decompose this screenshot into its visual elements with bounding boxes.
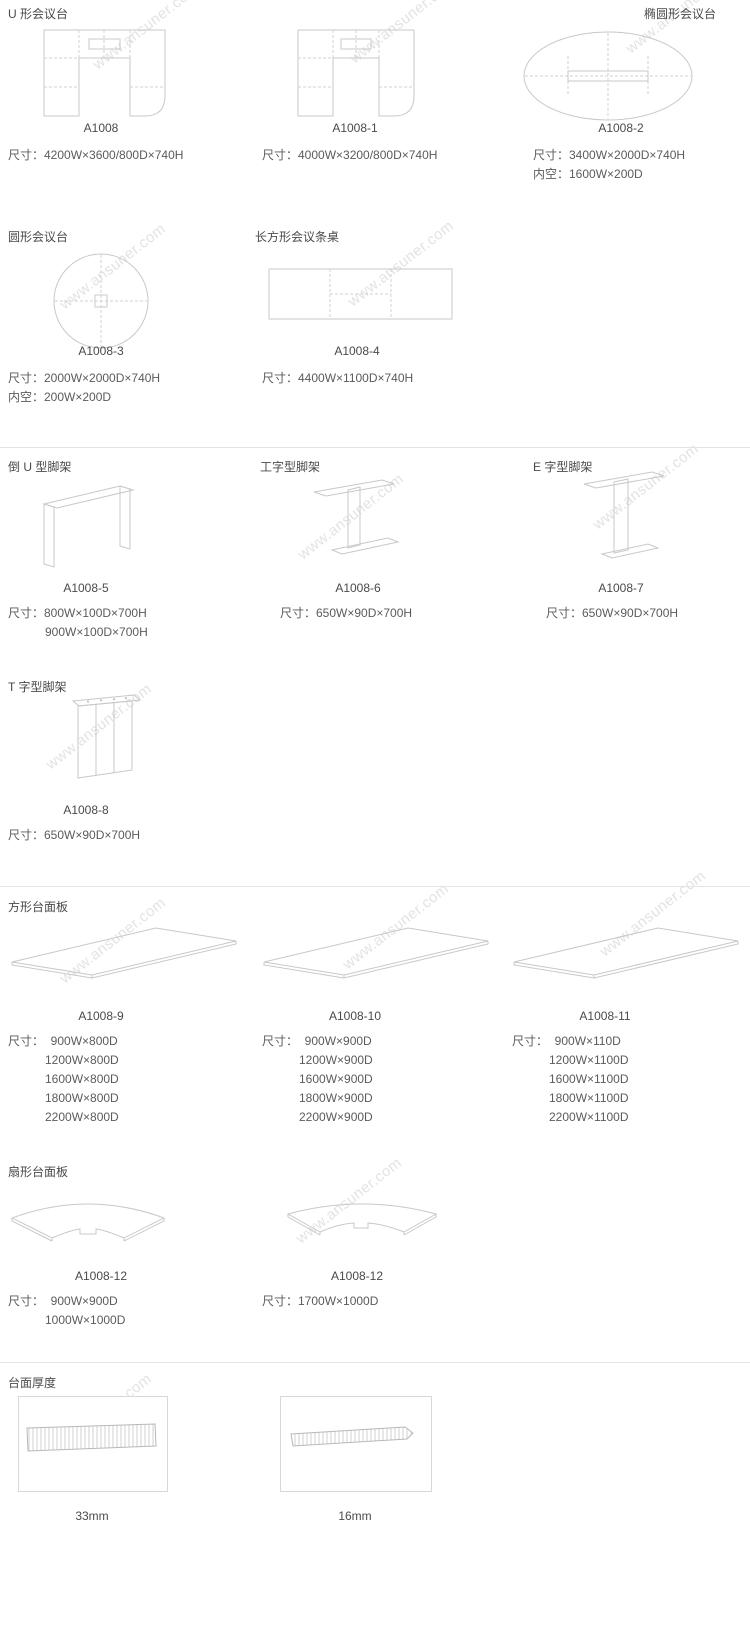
dim-line: 尺寸： 900W×900D bbox=[8, 1294, 118, 1308]
dim-line: 尺寸：3400W×2000D×740H bbox=[533, 148, 686, 162]
dims-a1008-8: 尺寸：650W×90D×700H bbox=[8, 826, 140, 845]
dim-line: 900W×100D×700H bbox=[45, 625, 148, 639]
section-title-t-leg: T 字型脚架 bbox=[8, 680, 67, 694]
dims-a1008-7: 尺寸：650W×90D×700H bbox=[546, 604, 678, 623]
dims-a1008-5: 尺寸：800W×100D×700H 900W×100D×700H bbox=[8, 604, 148, 642]
model-label: A1008-2 bbox=[598, 121, 644, 135]
model-label: A1008-9 bbox=[78, 1009, 124, 1023]
drawing-square-top-1 bbox=[11, 927, 237, 979]
dim-line: 1800W×900D bbox=[299, 1091, 373, 1105]
section-title-fan-top: 扇形台面板 bbox=[8, 1165, 69, 1179]
dim-line: 尺寸： 900W×800D bbox=[8, 1034, 118, 1048]
dim-line: 尺寸：650W×90D×700H bbox=[8, 828, 141, 842]
drawing-rect-conference-table bbox=[268, 268, 453, 320]
drawing-inverted-u-leg bbox=[42, 485, 135, 568]
dim-line: 1600W×1100D bbox=[549, 1072, 629, 1086]
dim-line: 尺寸： 900W×900D bbox=[262, 1034, 372, 1048]
model-label: A1008 bbox=[83, 121, 119, 135]
drawing-round-conference-table bbox=[53, 253, 149, 349]
drawing-oval-conference-table bbox=[523, 31, 693, 121]
drawing-e-shape-leg bbox=[583, 471, 665, 559]
dim-line: 1000W×1000D bbox=[45, 1313, 126, 1327]
dims-a1008-4: 尺寸：4400W×1100D×740H bbox=[262, 369, 413, 388]
dim-line: 尺寸：1700W×1000D bbox=[262, 1294, 379, 1308]
dim-line: 1200W×900D bbox=[299, 1053, 373, 1067]
drawing-thickness-16 bbox=[290, 1426, 414, 1447]
dims-a1008-12a: 尺寸： 900W×900D 1000W×1000D bbox=[8, 1292, 125, 1330]
dim-line: 1200W×800D bbox=[45, 1053, 119, 1067]
model-label: A1008-6 bbox=[335, 581, 381, 595]
section-title-inv-u-leg: 倒 U 型脚架 bbox=[8, 460, 72, 474]
dims-a1008-6: 尺寸：650W×90D×700H bbox=[280, 604, 412, 623]
section-title-i-leg: 工字型脚架 bbox=[260, 460, 321, 474]
section-title-u-table: U 形会议台 bbox=[8, 7, 69, 21]
dim-line: 尺寸：650W×90D×700H bbox=[546, 606, 679, 620]
dims-a1008-2: 尺寸：3400W×2000D×740H 内空：1600W×200D bbox=[533, 146, 685, 184]
section-title-round-table: 圆形会议台 bbox=[8, 230, 69, 244]
dims-a1008-11: 尺寸： 900W×110D 1200W×1100D 1600W×1100D 18… bbox=[512, 1032, 629, 1127]
dim-line: 1800W×1100D bbox=[549, 1091, 629, 1105]
dims-a1008-12b: 尺寸：1700W×1000D bbox=[262, 1292, 378, 1311]
thickness-label-16: 16mm bbox=[338, 1509, 372, 1523]
dim-line: 内空：200W×200D bbox=[8, 390, 112, 404]
dim-line: 尺寸：4200W×3600/800D×740H bbox=[8, 148, 184, 162]
drawing-i-shape-leg bbox=[313, 479, 400, 555]
model-label: A1008-4 bbox=[334, 344, 380, 358]
thickness-box-33 bbox=[18, 1396, 168, 1492]
dim-line: 1600W×800D bbox=[45, 1072, 119, 1086]
drawing-fan-top-1 bbox=[10, 1203, 166, 1242]
divider bbox=[0, 1362, 750, 1363]
dims-a1008-3: 尺寸：2000W×2000D×740H 内空：200W×200D bbox=[8, 369, 160, 407]
dim-line: 尺寸： 900W×110D bbox=[512, 1034, 621, 1048]
dims-a1008-9: 尺寸： 900W×800D 1200W×800D 1600W×800D 1800… bbox=[8, 1032, 119, 1127]
dims-a1008-1: 尺寸：4000W×3200/800D×740H bbox=[262, 146, 437, 165]
dim-line: 尺寸：4000W×3200/800D×740H bbox=[262, 148, 438, 162]
drawing-fan-top-2 bbox=[286, 1203, 438, 1236]
dim-line: 尺寸：4400W×1100D×740H bbox=[262, 371, 414, 385]
drawing-t-shape-leg bbox=[71, 694, 142, 779]
model-label: A1008-10 bbox=[328, 1009, 382, 1023]
dim-line: 内空：1600W×200D bbox=[533, 167, 643, 181]
drawing-u-conference-table-2 bbox=[297, 29, 415, 117]
divider bbox=[0, 447, 750, 448]
dim-line: 尺寸：800W×100D×700H bbox=[8, 606, 147, 620]
drawing-u-conference-table bbox=[43, 29, 166, 117]
model-label: A1008-7 bbox=[598, 581, 644, 595]
thickness-label-33: 33mm bbox=[75, 1509, 109, 1523]
section-title-thickness: 台面厚度 bbox=[8, 1376, 57, 1390]
dims-a1008: 尺寸：4200W×3600/800D×740H bbox=[8, 146, 183, 165]
model-label: A1008-12 bbox=[330, 1269, 384, 1283]
dim-line: 2200W×900D bbox=[299, 1110, 373, 1124]
drawing-square-top-3 bbox=[513, 927, 739, 979]
thickness-box-16 bbox=[280, 1396, 432, 1492]
dims-a1008-10: 尺寸： 900W×900D 1200W×900D 1600W×900D 1800… bbox=[262, 1032, 373, 1127]
divider bbox=[0, 886, 750, 887]
model-label: A1008-1 bbox=[332, 121, 378, 135]
model-label: A1008-3 bbox=[78, 344, 124, 358]
dim-line: 1800W×800D bbox=[45, 1091, 119, 1105]
model-label: A1008-8 bbox=[63, 803, 109, 817]
drawing-thickness-33 bbox=[26, 1423, 157, 1452]
section-title-rect-table: 长方形会议条桌 bbox=[255, 230, 340, 244]
section-title-oval-table: 椭圆形会议台 bbox=[644, 7, 717, 21]
dim-line: 1600W×900D bbox=[299, 1072, 373, 1086]
dim-line: 尺寸：2000W×2000D×740H bbox=[8, 371, 161, 385]
drawing-square-top-2 bbox=[263, 927, 489, 979]
model-label: A1008-11 bbox=[579, 1009, 631, 1023]
dim-line: 1200W×1100D bbox=[549, 1053, 629, 1067]
dim-line: 2200W×800D bbox=[45, 1110, 119, 1124]
section-title-e-leg: E 字型脚架 bbox=[533, 460, 593, 474]
dim-line: 2200W×1100D bbox=[549, 1110, 629, 1124]
section-title-square-top: 方形台面板 bbox=[8, 900, 69, 914]
model-label: A1008-12 bbox=[74, 1269, 128, 1283]
dim-line: 尺寸：650W×90D×700H bbox=[280, 606, 413, 620]
model-label: A1008-5 bbox=[63, 581, 109, 595]
